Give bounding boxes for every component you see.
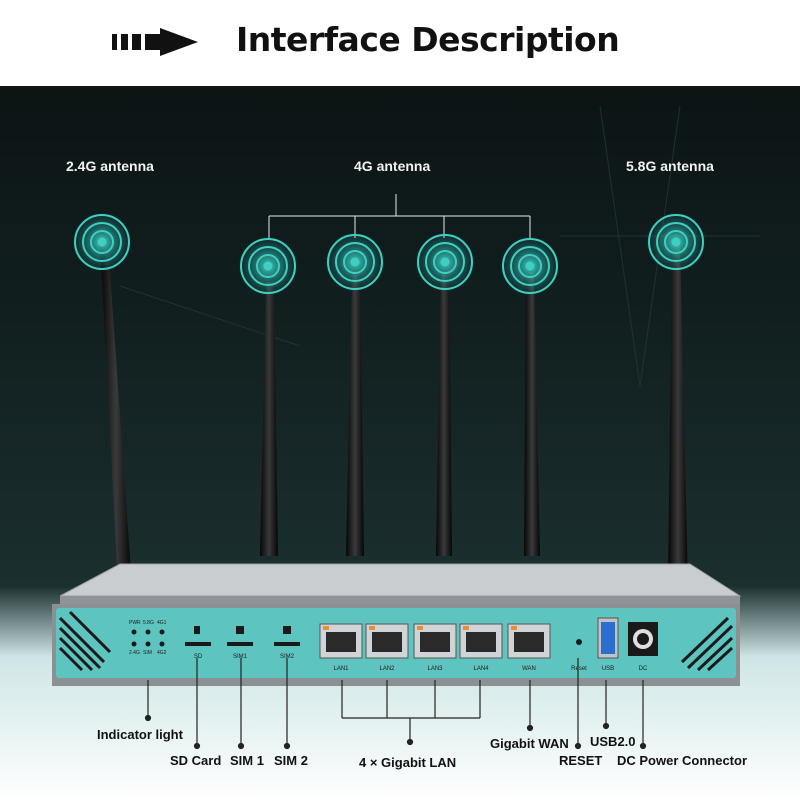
arrow-right-icon — [112, 28, 198, 56]
sim2-slot[interactable] — [274, 642, 300, 646]
lan1-port[interactable] — [319, 623, 363, 659]
wan-label: WAN — [522, 666, 536, 672]
page-title: Interface Description — [236, 20, 620, 59]
sd-slot[interactable] — [185, 642, 211, 646]
callout-sim1: SIM 1 — [230, 753, 264, 768]
label-5-8g-antenna: 5.8G antenna — [626, 158, 714, 174]
antenna-4g-3 — [436, 272, 452, 556]
dc-label: DC — [639, 666, 648, 672]
usb-port[interactable] — [597, 617, 619, 659]
router-front-panel: PWR 5.8G 4G1 2.4G SIM 4G2 SD SIM1 SIM2 — [52, 604, 740, 686]
led-4g1: 4G1 — [157, 620, 167, 626]
led-4g2: 4G2 — [157, 650, 167, 656]
callout-lines — [144, 658, 647, 750]
callout-reset: RESET — [559, 753, 603, 768]
indicator-leds — [131, 629, 165, 647]
ethernet-ports — [319, 623, 551, 659]
sim2-label: SIM2 — [280, 654, 295, 660]
callout-sim2: SIM 2 — [274, 753, 308, 768]
reset-label: Reset — [571, 666, 587, 672]
dc-power-jack[interactable] — [628, 622, 658, 656]
label-2-4g-antenna: 2.4G antenna — [66, 158, 154, 174]
callout-sd-card: SD Card — [170, 753, 222, 768]
reset-button[interactable] — [576, 639, 582, 645]
callout-usb: USB2.0 — [590, 734, 636, 749]
sim2-icon — [283, 626, 291, 634]
signal-rings — [72, 212, 706, 296]
lan2-port[interactable] — [365, 623, 409, 659]
lan3-label: LAN3 — [427, 666, 443, 672]
callout-dc-power: DC Power Connector — [617, 753, 748, 768]
led-5-8g: 5.8G — [143, 620, 154, 626]
led-pwr: PWR — [129, 620, 141, 626]
right-vent — [680, 616, 734, 672]
usb-label: USB — [602, 666, 614, 672]
lan2-label: LAN2 — [379, 666, 395, 672]
antenna-2-4g — [100, 244, 132, 586]
callout-gigabit-wan: Gigabit WAN — [490, 736, 569, 751]
led-sim: SIM — [143, 650, 152, 656]
sim1-label: SIM1 — [233, 654, 248, 660]
antenna-4g-1 — [260, 282, 278, 556]
antenna-4g-4 — [524, 272, 540, 556]
header: Interface Description — [0, 0, 800, 86]
lan1-label: LAN1 — [333, 666, 349, 672]
antenna-4g-2 — [346, 272, 364, 556]
router-scene: 2.4G antenna 4G antenna 5.8G antenna — [0, 86, 800, 800]
lan4-label: LAN4 — [473, 666, 489, 672]
sd-icon — [194, 626, 200, 634]
led-2-4g: 2.4G — [129, 650, 140, 656]
label-4g-antenna: 4G antenna — [354, 158, 431, 174]
sim1-slot[interactable] — [227, 642, 253, 646]
left-vent — [58, 610, 112, 672]
antenna-illustration — [59, 105, 760, 604]
wan-port[interactable] — [507, 623, 551, 659]
sim1-icon — [236, 626, 244, 634]
callout-indicator-light: Indicator light — [97, 727, 183, 742]
sd-label: SD — [194, 654, 203, 660]
antenna-5-8g — [668, 244, 688, 586]
lan4-port[interactable] — [459, 623, 503, 659]
lan3-port[interactable] — [413, 623, 457, 659]
callout-gigabit-lan: 4 × Gigabit LAN — [359, 755, 457, 770]
